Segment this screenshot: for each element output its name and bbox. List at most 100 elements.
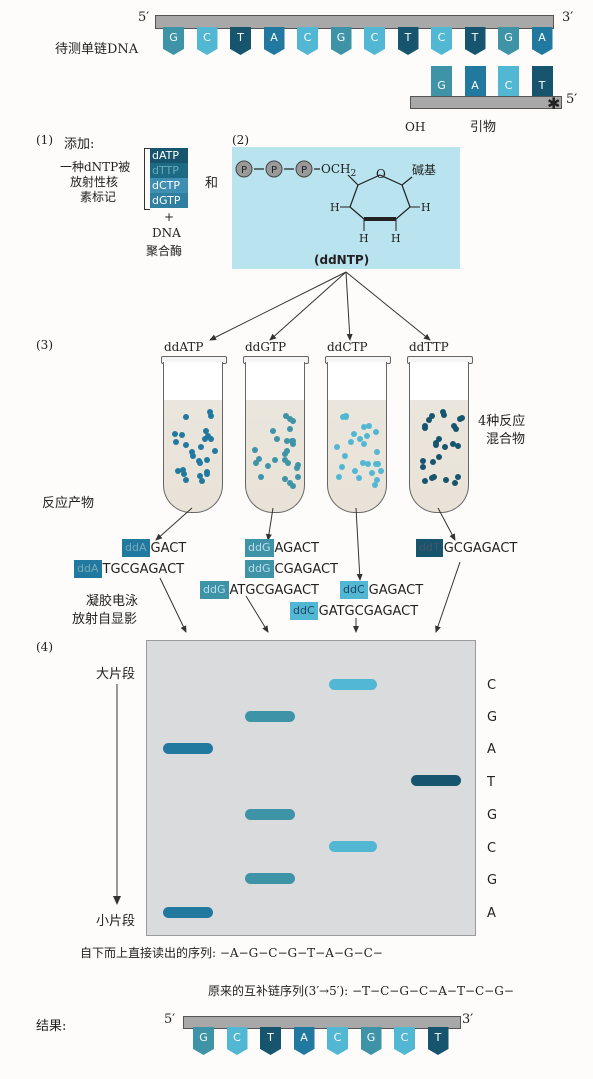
molecule-dot: [181, 470, 188, 477]
tube-t: [409, 362, 469, 513]
molecule-dot: [452, 426, 459, 433]
dntp-dgtp: dGTP: [150, 193, 188, 208]
primer-backbone: [410, 96, 562, 109]
read-base-4: T: [487, 775, 495, 790]
molecule-dot: [294, 474, 301, 481]
ring-oxygen: O: [376, 167, 386, 181]
molecule-dot: [207, 435, 214, 442]
base-c: C: [364, 27, 385, 55]
top-five-prime: 5′: [138, 10, 150, 25]
molecule-dot: [283, 437, 290, 444]
template-strand-label: 待测单链DNA: [55, 42, 139, 57]
molecule-dot: [420, 463, 427, 470]
dntp-dttp: dTTP: [150, 163, 188, 178]
base-g: G: [163, 27, 184, 55]
molecule-dot: [198, 443, 205, 450]
molecule-dot: [180, 466, 187, 473]
dntp-datp: dATP: [150, 148, 188, 163]
molecule-dot: [282, 413, 289, 420]
molecule-dot: [286, 425, 293, 432]
tube-label-datp: ddATP: [164, 340, 204, 354]
tube-c: [327, 362, 387, 513]
result-label: 结果:: [36, 1019, 67, 1034]
molecule-dot: [203, 471, 210, 478]
molecule-dot: [442, 443, 449, 450]
step4-number: (4): [36, 640, 53, 654]
phosphate-1-label: P: [241, 165, 247, 176]
molecule-dot: [189, 449, 196, 456]
molecule-dot: [439, 408, 446, 415]
phosphate-3-label: P: [301, 165, 307, 176]
molecule-dot: [347, 439, 354, 446]
base-c: C: [327, 1027, 348, 1055]
base-g: G: [193, 1027, 214, 1055]
molecule-dot: [373, 477, 380, 484]
molecule-dot: [172, 438, 179, 445]
molecule-dot: [336, 474, 343, 481]
molecule-dot: [421, 477, 428, 484]
plus-sign: +: [164, 210, 175, 224]
product-arrows: [155, 507, 461, 633]
primer-five-prime: 5′: [566, 92, 578, 107]
molecule-dot: [351, 467, 358, 474]
molecule-dot: [373, 449, 380, 456]
molecule-dot: [286, 480, 293, 487]
phosphate-2-label: P: [271, 165, 277, 176]
band-g-2: [245, 809, 295, 820]
molecule-dot: [350, 430, 357, 437]
och2-label: OCH2: [321, 162, 356, 179]
molecule-dot: [252, 447, 259, 454]
molecule-dot: [269, 428, 276, 435]
molecule-dot: [175, 468, 182, 475]
products-label: 反应产物: [42, 496, 95, 511]
base-t: T: [531, 66, 553, 96]
molecule-dot: [455, 474, 462, 481]
oh-label: OH: [405, 120, 426, 134]
base-c: C: [196, 27, 218, 55]
tube-label-dgtp: ddGTP: [245, 340, 287, 354]
molecule-dot: [183, 476, 190, 483]
molecule-dot: [189, 452, 196, 459]
base-g: G: [360, 1027, 382, 1055]
step1-desc-line1: 一种dNTP被: [60, 160, 131, 174]
primer-label: 引物: [470, 120, 497, 135]
molecule-dot: [443, 477, 450, 484]
top-three-prime: 3′: [562, 10, 574, 25]
molecule-dot: [197, 473, 204, 480]
molecule-dot: [361, 440, 368, 447]
molecule-dot: [365, 423, 372, 430]
step3-number: (3): [36, 338, 53, 352]
molecule-dot: [258, 473, 265, 480]
molecule-dot: [287, 416, 294, 423]
complement-sequence-text: 原来的互补链序列(3′→5′): −T−C−G−C−A−T−C−G−: [208, 984, 514, 998]
molecule-dot: [451, 479, 458, 486]
molecule-dot: [436, 435, 443, 442]
molecule-dot: [256, 455, 263, 462]
base-c: C: [498, 66, 519, 96]
molecule-dot: [432, 440, 439, 447]
band-g-1: [245, 711, 295, 722]
step1-title: 添加:: [64, 137, 95, 152]
base-a: A: [464, 66, 486, 96]
mix-label-line1: 4种反应: [478, 414, 526, 429]
base-g: G: [431, 66, 452, 96]
read-base-2: G: [487, 710, 498, 725]
molecule-dot: [355, 474, 362, 481]
molecule-dot: [183, 414, 190, 421]
molecule-dot: [183, 442, 190, 449]
molecule-dot: [289, 482, 296, 489]
h-2: H: [359, 232, 369, 245]
base-t: T: [260, 1027, 281, 1055]
molecule-dot: [178, 432, 185, 439]
molecule-dot: [364, 432, 371, 439]
band-c-2: [329, 841, 377, 852]
h-4: H: [421, 201, 431, 214]
base-t: T: [427, 1027, 449, 1055]
base-g: G: [498, 27, 519, 55]
molecule-dot: [360, 423, 367, 430]
phosphate-3: [295, 160, 313, 178]
h-1: H: [330, 201, 340, 214]
